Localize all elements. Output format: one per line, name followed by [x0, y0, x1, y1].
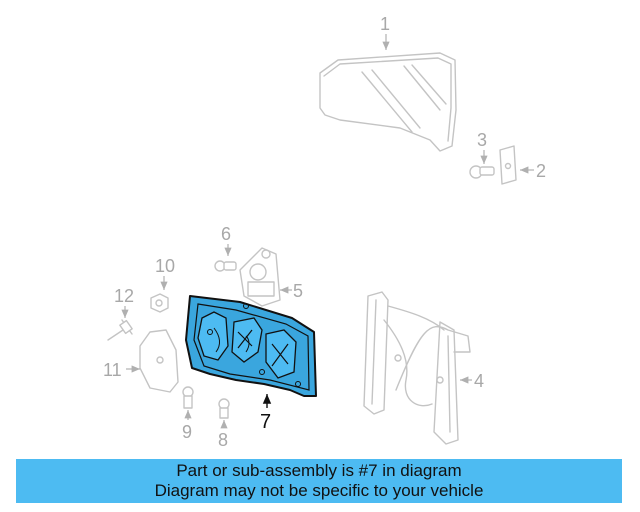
info-banner: Part or sub-assembly is #7 in diagram Di… — [16, 459, 622, 503]
callout-10: 10 — [155, 256, 175, 276]
panel-bolt-9-part[interactable] — [182, 386, 194, 409]
callout-4: 4 — [474, 371, 484, 391]
banner-line-1: Part or sub-assembly is #7 in diagram — [176, 461, 462, 480]
glass-clip-part[interactable] — [499, 145, 517, 185]
callout-11: 11 — [103, 360, 122, 380]
glass-bolt-part[interactable] — [469, 165, 495, 179]
callout-2: 2 — [536, 161, 546, 181]
window-regulator-part[interactable] — [363, 291, 471, 445]
window-motor-part[interactable] — [239, 247, 281, 307]
callout-5: 5 — [293, 281, 303, 301]
callout-9: 9 — [182, 422, 192, 442]
door-glass-part[interactable] — [319, 52, 457, 152]
access-cover-part[interactable] — [139, 329, 179, 393]
callout-7: 7 — [260, 411, 271, 433]
callout-6: 6 — [221, 224, 231, 244]
motor-screw-part[interactable] — [214, 260, 237, 272]
nut-part[interactable] — [150, 293, 169, 313]
door-module-panel-part[interactable] — [185, 295, 317, 397]
callout-12: 12 — [114, 286, 134, 306]
banner-line-2: Diagram may not be specific to your vehi… — [154, 481, 484, 500]
callout-3: 3 — [477, 130, 487, 150]
callout-1: 1 — [380, 14, 390, 34]
callout-8: 8 — [218, 430, 228, 450]
panel-bolt-8-part[interactable] — [218, 398, 230, 419]
push-pin-part[interactable] — [107, 319, 133, 341]
